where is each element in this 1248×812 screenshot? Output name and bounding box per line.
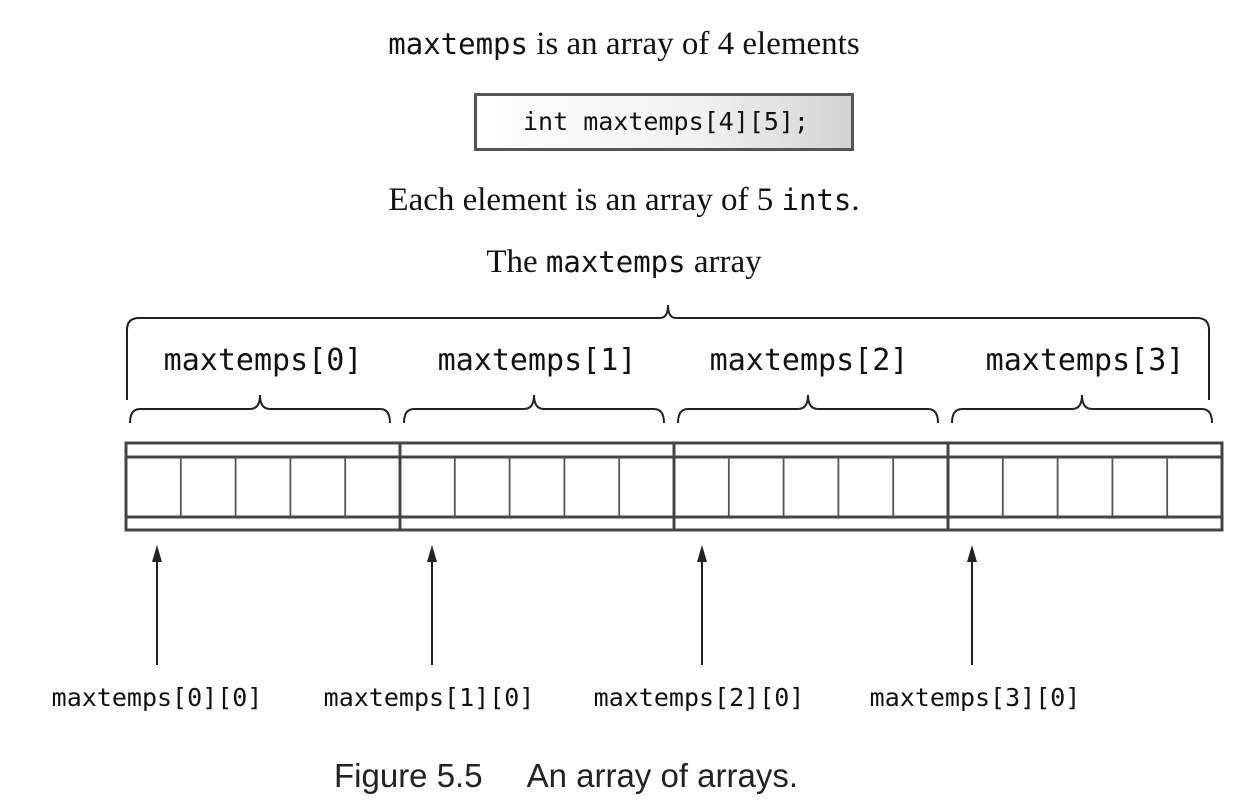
element-label-0: maxtemps[0][0] bbox=[51, 683, 263, 712]
element-note-text: Each element is an array of 5 bbox=[388, 182, 782, 218]
element-label-1: maxtemps[1][0] bbox=[323, 683, 535, 712]
row-braces bbox=[129, 394, 1213, 424]
arrow-head-0 bbox=[152, 545, 162, 562]
figure-number: Figure 5.5 bbox=[334, 757, 483, 794]
declaration-box: int maxtemps[4][5]; bbox=[474, 93, 854, 151]
heading-text: is an array of 4 elements bbox=[527, 26, 860, 62]
element-note-end: . bbox=[851, 182, 860, 218]
row-label-3: maxtemps[3] bbox=[985, 343, 1185, 378]
row-brace-1 bbox=[403, 394, 665, 424]
row-brace-0 bbox=[129, 394, 391, 424]
row-label-2: maxtemps[2] bbox=[709, 343, 909, 378]
arrow-head-2 bbox=[697, 545, 707, 562]
array-title-prefix: The bbox=[486, 244, 546, 280]
heading-array-name: maxtemps bbox=[388, 27, 528, 61]
pointer-arrows bbox=[152, 545, 977, 665]
figure-caption: Figure 5.5 An array of arrays. bbox=[334, 757, 798, 795]
array-title-name: maxtemps bbox=[545, 245, 686, 279]
arrow-head-3 bbox=[967, 545, 977, 562]
outer-brace-path bbox=[126, 304, 1210, 400]
element-label-2: maxtemps[2][0] bbox=[593, 683, 805, 712]
element-label-3: maxtemps[3][0] bbox=[869, 683, 1081, 712]
row-brace-3 bbox=[951, 394, 1213, 424]
figure-title: An array of arrays. bbox=[526, 757, 799, 794]
heading-caption: maxtemps is an array of 4 elements bbox=[0, 26, 1248, 63]
element-note: Each element is an array of 5 ints. bbox=[0, 182, 1248, 219]
outer-brace bbox=[126, 304, 1210, 400]
row-brace-2 bbox=[677, 394, 939, 424]
array-strip bbox=[124, 441, 1224, 532]
array-title-suffix: array bbox=[685, 244, 762, 280]
row-label-1: maxtemps[1] bbox=[437, 343, 637, 378]
array-title: The maxtemps array bbox=[0, 244, 1248, 281]
element-note-type: ints bbox=[781, 183, 852, 217]
row-label-0: maxtemps[0] bbox=[163, 343, 363, 378]
arrow-head-1 bbox=[427, 545, 437, 562]
